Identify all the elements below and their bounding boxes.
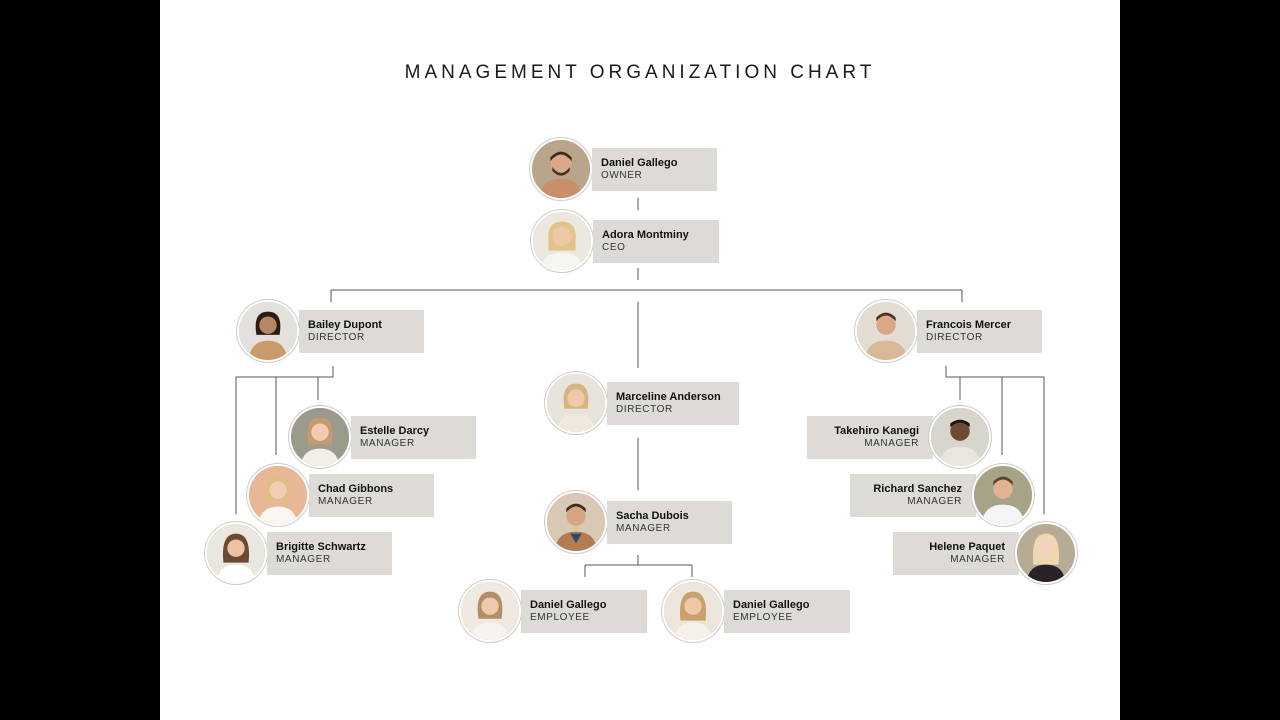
name-owner: Daniel Gallego bbox=[601, 157, 678, 169]
avatar-employee-2 bbox=[662, 580, 724, 642]
card-takehiro: Takehiro Kanegi MANAGER bbox=[807, 416, 933, 459]
avatar-sacha bbox=[545, 491, 607, 553]
name-bailey: Bailey Dupont bbox=[308, 319, 382, 331]
card-francois: Francois Mercer DIRECTOR bbox=[917, 310, 1042, 353]
name-richard: Richard Sanchez bbox=[873, 483, 962, 495]
avatar-marceline bbox=[545, 372, 607, 434]
card-employee-1: Daniel Gallego EMPLOYEE bbox=[521, 590, 647, 633]
role-richard: MANAGER bbox=[907, 496, 962, 507]
node-bailey: Bailey Dupont DIRECTOR bbox=[237, 300, 425, 362]
card-marceline: Marceline Anderson DIRECTOR bbox=[607, 382, 739, 425]
name-ceo: Adora Montminy bbox=[602, 229, 689, 241]
avatar-francois bbox=[855, 300, 917, 362]
avatar-employee-1 bbox=[459, 580, 521, 642]
role-brigitte: MANAGER bbox=[276, 554, 331, 565]
avatar-helene bbox=[1015, 522, 1077, 584]
node-employee-1: Daniel Gallego EMPLOYEE bbox=[459, 580, 647, 642]
avatar-brigitte bbox=[205, 522, 267, 584]
node-takehiro: Takehiro Kanegi MANAGER bbox=[807, 406, 991, 468]
role-employee-1: EMPLOYEE bbox=[530, 612, 590, 623]
name-estelle: Estelle Darcy bbox=[360, 425, 430, 437]
role-sacha: MANAGER bbox=[616, 523, 671, 534]
chart-title: MANAGEMENT ORGANIZATION CHART bbox=[404, 62, 876, 83]
role-chad: MANAGER bbox=[318, 496, 373, 507]
node-marceline: Marceline Anderson DIRECTOR bbox=[545, 372, 740, 434]
card-chad: Chad Gibbons MANAGER bbox=[309, 474, 434, 517]
avatar-ceo bbox=[531, 210, 593, 272]
role-employee-2: EMPLOYEE bbox=[733, 612, 793, 623]
name-sacha: Sacha Dubois bbox=[616, 510, 689, 522]
node-helene: Helene Paquet MANAGER bbox=[893, 522, 1077, 584]
node-owner: Daniel Gallego OWNER bbox=[530, 138, 718, 200]
card-brigitte: Brigitte Schwartz MANAGER bbox=[267, 532, 392, 575]
card-helene: Helene Paquet MANAGER bbox=[893, 532, 1019, 575]
org-chart-page: MANAGEMENT ORGANIZATION CHART bbox=[160, 0, 1120, 720]
avatar-estelle bbox=[289, 406, 351, 468]
node-employee-2: Daniel Gallego EMPLOYEE bbox=[662, 580, 850, 642]
role-owner: OWNER bbox=[601, 170, 643, 181]
name-brigitte: Brigitte Schwartz bbox=[276, 541, 366, 553]
role-takehiro: MANAGER bbox=[864, 438, 919, 449]
node-sacha: Sacha Dubois MANAGER bbox=[545, 491, 733, 553]
card-ceo: Adora Montminy CEO bbox=[593, 220, 719, 263]
card-bailey: Bailey Dupont DIRECTOR bbox=[299, 310, 424, 353]
connector-lines bbox=[235, 198, 1045, 577]
name-takehiro: Takehiro Kanegi bbox=[834, 425, 919, 437]
name-marceline: Marceline Anderson bbox=[616, 391, 721, 403]
card-sacha: Sacha Dubois MANAGER bbox=[607, 501, 732, 544]
node-chad: Chad Gibbons MANAGER bbox=[247, 464, 435, 526]
avatar-chad bbox=[247, 464, 309, 526]
role-estelle: MANAGER bbox=[360, 438, 415, 449]
role-marceline: DIRECTOR bbox=[616, 404, 673, 415]
name-helene: Helene Paquet bbox=[929, 541, 1005, 553]
role-bailey: DIRECTOR bbox=[308, 332, 365, 343]
role-ceo: CEO bbox=[602, 242, 626, 253]
node-brigitte: Brigitte Schwartz MANAGER bbox=[205, 522, 393, 584]
name-francois: Francois Mercer bbox=[926, 319, 1011, 331]
node-ceo: Adora Montminy CEO bbox=[531, 210, 719, 272]
avatar-owner bbox=[530, 138, 592, 200]
avatar-richard bbox=[972, 464, 1034, 526]
name-chad: Chad Gibbons bbox=[318, 483, 394, 495]
role-helene: MANAGER bbox=[950, 554, 1005, 565]
node-estelle: Estelle Darcy MANAGER bbox=[289, 406, 477, 468]
name-employee-2: Daniel Gallego bbox=[733, 599, 810, 611]
card-owner: Daniel Gallego OWNER bbox=[592, 148, 717, 191]
name-employee-1: Daniel Gallego bbox=[530, 599, 607, 611]
avatar-bailey bbox=[237, 300, 299, 362]
card-employee-2: Daniel Gallego EMPLOYEE bbox=[724, 590, 850, 633]
card-estelle: Estelle Darcy MANAGER bbox=[351, 416, 476, 459]
node-richard: Richard Sanchez MANAGER bbox=[850, 464, 1034, 526]
node-francois: Francois Mercer DIRECTOR bbox=[855, 300, 1043, 362]
role-francois: DIRECTOR bbox=[926, 332, 983, 343]
avatar-takehiro bbox=[929, 406, 991, 468]
card-richard: Richard Sanchez MANAGER bbox=[850, 474, 976, 517]
